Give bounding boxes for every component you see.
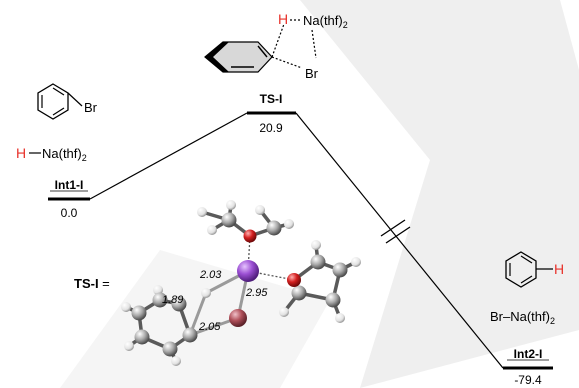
connector-int1-ts xyxy=(89,112,248,200)
watermark-shape-right xyxy=(300,0,579,388)
ts-br-label: Br xyxy=(305,66,319,81)
int2-h-label: H xyxy=(554,261,564,277)
int2-structure: H Br–Na(thf)2 xyxy=(490,251,564,326)
distance-label-c-br: 2.05 xyxy=(198,321,221,333)
int1-structure: Br H Na(thf)2 xyxy=(16,83,98,163)
int1-reagent-label: Na(thf)2 xyxy=(42,146,87,163)
na-br-contact xyxy=(311,29,317,59)
int2-product-label: Br–Na(thf)2 xyxy=(490,309,555,326)
level-energy-int1: 0.0 xyxy=(61,206,78,220)
ts-structure: H Na(thf)2 Br xyxy=(204,11,348,81)
benzene-ring-icon xyxy=(37,83,69,120)
ts-3d-prefix: TS-I = xyxy=(74,276,110,291)
atoms xyxy=(121,200,361,366)
bromine-atom xyxy=(229,309,247,327)
level-energy-int2: -79.4 xyxy=(514,373,542,387)
sodium-atom xyxy=(237,260,259,282)
ts-h-label: H xyxy=(278,11,288,27)
connector-ts-int2 xyxy=(295,112,504,369)
oxygen-atom-thf1 xyxy=(243,229,257,243)
level-name-int2: Int2-I xyxy=(514,347,543,361)
axis-break-icon xyxy=(380,219,411,244)
c-br-bond xyxy=(67,92,83,107)
hydride-atom xyxy=(201,288,211,298)
int1-h-label: H xyxy=(16,145,26,161)
tilted-benzene-icon xyxy=(204,41,273,73)
benzene-ring-icon xyxy=(505,251,537,288)
reaction-profile xyxy=(48,111,553,370)
c-h-forming-bond xyxy=(271,23,285,58)
distance-label-c-h: 1.89 xyxy=(162,294,183,306)
distance-label-na-h: 2.03 xyxy=(199,269,222,281)
level-name-int1: Int1-I xyxy=(55,178,84,192)
level-energy-ts: 20.9 xyxy=(259,121,283,135)
axis-break-line-1 xyxy=(380,219,406,237)
distance-label-na-br: 2.95 xyxy=(245,287,268,299)
level-name-ts: TS-I xyxy=(260,92,283,106)
axis-break-line-2 xyxy=(385,226,411,244)
oxygen-atom-thf2 xyxy=(287,273,301,287)
ts-3d-model: 2.03 1.89 2.95 2.05 xyxy=(121,200,361,366)
background-watermark xyxy=(60,0,579,388)
ts-reagent-label: Na(thf)2 xyxy=(303,13,348,30)
int1-br-label: Br xyxy=(84,100,98,115)
c-br-breaking-bond xyxy=(271,56,303,69)
